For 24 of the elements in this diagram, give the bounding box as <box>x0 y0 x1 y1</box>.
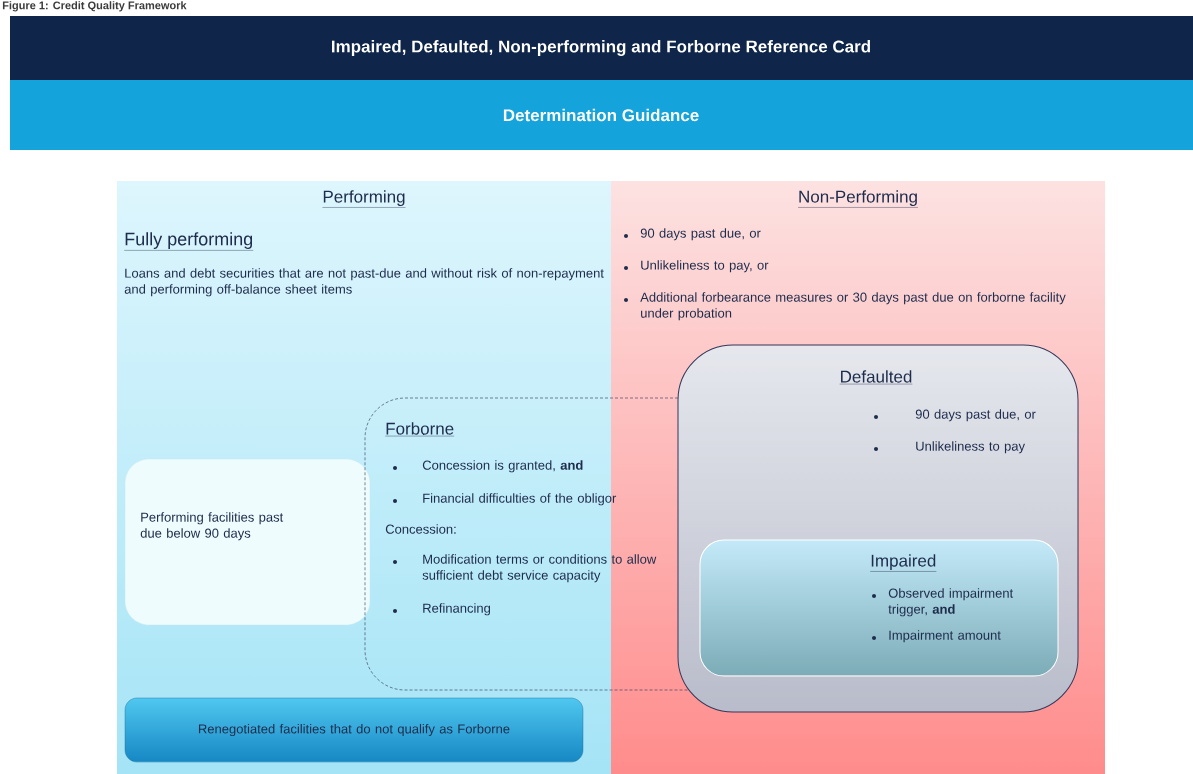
list-item: Unlikeliness to pay, or <box>641 260 769 273</box>
list-item: Refinancing <box>423 603 490 616</box>
list-item: Unlikeliness to pay <box>916 441 1025 454</box>
figure-title: Figure 1: Credit Quality Framework <box>2 1 187 12</box>
body-text: Loans and debt securities that are not past-due and without risk of non-repayment and performing off-balance sheet items <box>124 268 604 297</box>
list-item: Concession is granted, and <box>422 460 583 473</box>
list-item: Modification terms or conditions to allow sufficient debt service capacity <box>422 554 657 583</box>
list-item: 90 days past due, or <box>640 228 761 241</box>
list-item: Financial difficulties of the obligor <box>423 493 617 506</box>
list-item: Additional forbearance measures or 30 days past due on forborne facility under probation <box>640 292 1066 321</box>
body-text: Concession: <box>385 524 456 534</box>
heading: Defaulted <box>839 370 913 385</box>
body-text: Performing facilities past due below 90 days <box>140 512 284 541</box>
heading: Impaired <box>870 554 937 572</box>
band-title: Impaired, Defaulted, Non-performing and Forborne Reference Card <box>332 40 870 56</box>
heading: Fully performing <box>124 232 254 251</box>
heading: Performing <box>322 190 406 208</box>
list-item: Impairment amount <box>889 630 1001 643</box>
box-text: Renegotiated facilities that do not qualify as Forborne <box>199 723 510 737</box>
heading: Non-Performing <box>797 190 919 208</box>
band-title: Determination Guidance <box>503 108 699 122</box>
list-item: 90 days past due, or <box>915 409 1036 422</box>
list-item: Observed impairment trigger, and <box>888 588 1014 617</box>
heading: Forborne <box>385 422 455 437</box>
